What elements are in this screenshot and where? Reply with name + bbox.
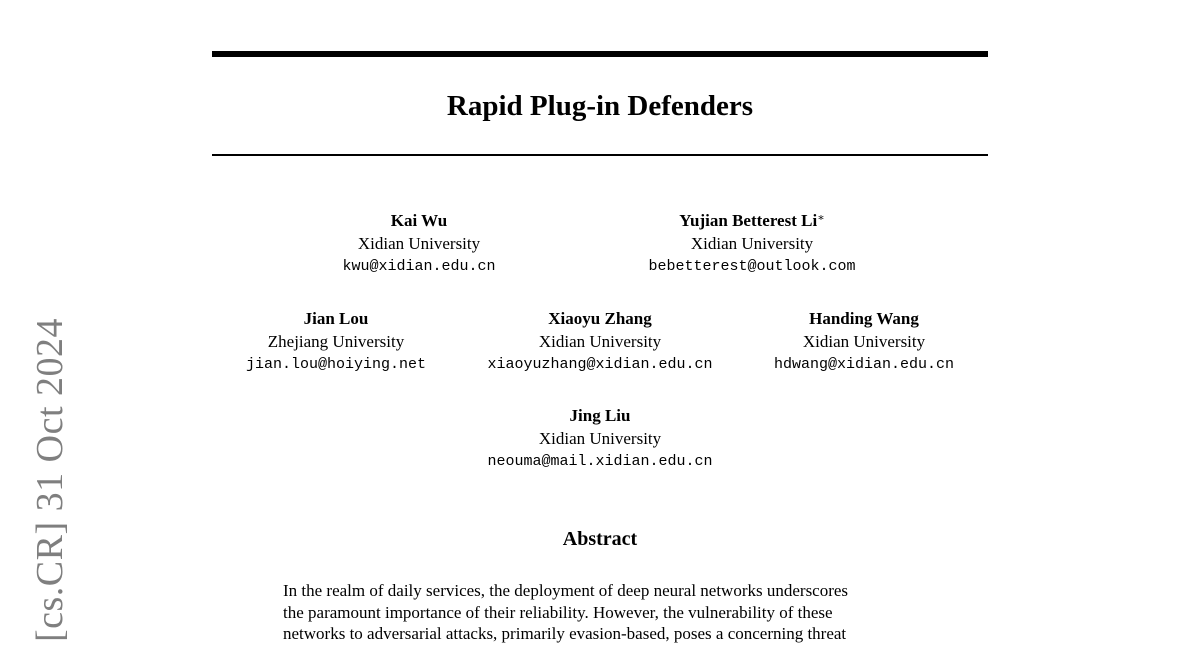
abstract-line: In the realm of daily services, the depl… — [283, 581, 849, 600]
author-name-text: Yujian Betterest Li — [679, 211, 818, 230]
author-block: Jian Lou Zhejiang University jian.lou@ho… — [246, 307, 426, 376]
author-block: Kai Wu Xidian University kwu@xidian.edu.… — [342, 209, 495, 278]
author-email[interactable]: kwu@xidian.edu.cn — [342, 258, 496, 275]
author-name: Yujian Betterest Li∗ — [648, 209, 855, 232]
author-block: Xiaoyu Zhang Xidian University xiaoyuzha… — [487, 307, 712, 376]
paper-title: Rapid Plug-in Defenders — [446, 90, 754, 122]
abstract-body: In the realm of daily services, the depl… — [283, 580, 923, 645]
author-affiliation: Zhejiang University — [267, 332, 405, 351]
author-email[interactable]: bebetterest@outlook.com — [648, 258, 856, 275]
author-block: Handing Wang Xidian University hdwang@xi… — [774, 307, 954, 376]
corresponding-author-marker: ∗ — [817, 212, 825, 224]
arxiv-side-stamp: [cs.CR] 31 Oct 2024 — [29, 317, 71, 643]
author-affiliation: Xidian University — [357, 234, 481, 253]
author-email[interactable]: hdwang@xidian.edu.cn — [773, 356, 955, 373]
author-affiliation: Xidian University — [802, 332, 926, 351]
author-name: Xiaoyu Zhang — [548, 309, 652, 328]
author-email[interactable]: neouma@mail.xidian.edu.cn — [487, 453, 713, 470]
author-affiliation: Xidian University — [538, 429, 662, 448]
author-email[interactable]: jian.lou@hoiying.net — [245, 356, 427, 373]
author-name: Jing Liu — [569, 406, 631, 425]
author-email[interactable]: xiaoyuzhang@xidian.edu.cn — [487, 356, 713, 373]
author-block: Jing Liu Xidian University neouma@mail.x… — [487, 404, 712, 473]
abstract-heading: Abstract — [562, 528, 638, 550]
author-name: Kai Wu — [390, 211, 448, 230]
author-name: Jian Lou — [303, 309, 369, 328]
author-block: Yujian Betterest Li∗ Xidian University b… — [648, 209, 855, 278]
author-name: Handing Wang — [809, 309, 919, 328]
abstract-line: the paramount importance of their reliab… — [283, 602, 833, 622]
author-affiliation: Xidian University — [690, 234, 814, 253]
author-affiliation: Xidian University — [538, 332, 662, 351]
abstract-line: networks to adversarial attacks, primari… — [283, 624, 847, 643]
title-bottom-rule — [212, 154, 988, 156]
title-top-rule — [212, 51, 988, 57]
